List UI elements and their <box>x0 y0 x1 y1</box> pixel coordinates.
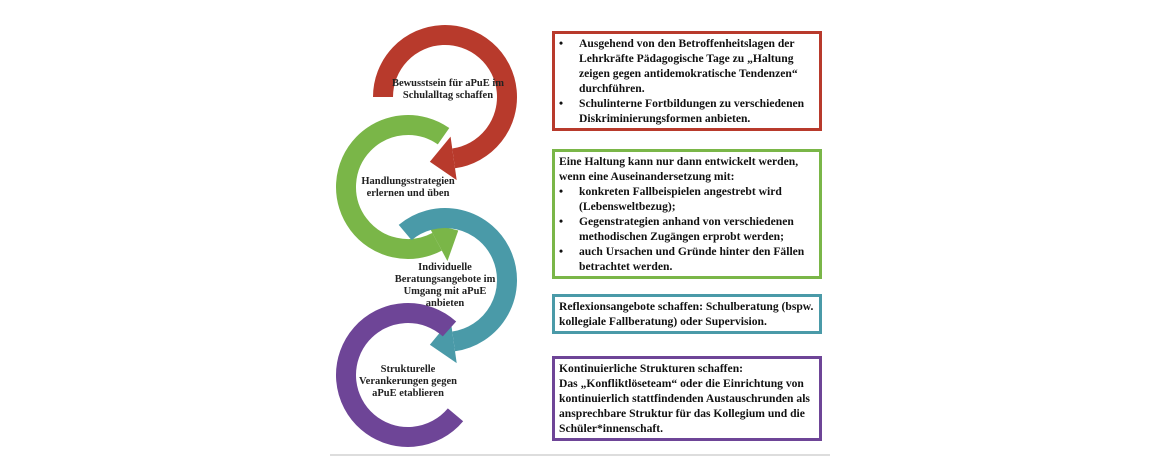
teal-arc <box>398 208 517 352</box>
green-arrowhead-icon <box>426 222 459 262</box>
cycle-step-structural: Strukturelle Verankerungen gegen aPuE et… <box>359 364 457 399</box>
box-structural: Kontinuierliche Strukturen schaffen: Das… <box>552 356 822 441</box>
list-item: konkreten Fallbeispielen angestrebt wird… <box>559 184 815 214</box>
box-text: Das „Konfliktlöseteam“ oder die Einricht… <box>559 377 810 435</box>
red-arrowhead-icon <box>429 136 457 181</box>
box-text: Reflexionsangebote schaffen: Schulberatu… <box>559 300 814 328</box>
divider <box>330 454 830 456</box>
cycle-step-awareness: Bewusstsein für aPuE im Schulalltag scha… <box>391 78 505 101</box>
box-strategies: Eine Haltung kann nur dann entwickelt we… <box>552 149 822 279</box>
cycle-step-counseling: Individuelle Beratungsangebote im Umgang… <box>394 262 496 309</box>
purple-arc <box>336 303 464 447</box>
teal-arrowhead-icon <box>429 319 457 364</box>
red-arc <box>373 25 517 169</box>
cycle-step-strategies: Handlungsstrategien erlernen und üben <box>361 176 455 199</box>
list-item: Schulinterne Fortbildungen zu verschiede… <box>559 96 815 126</box>
list-item: Ausgehend von den Betroffenheitslagen de… <box>559 36 815 96</box>
box-title: Kontinuierliche Strukturen schaffen: <box>559 362 743 375</box>
box-counseling: Reflexionsangebote schaffen: Schulberatu… <box>552 294 822 334</box>
green-arc <box>336 115 450 259</box>
box-awareness: Ausgehend von den Betroffenheitslagen de… <box>552 31 822 131</box>
list-item: auch Ursachen und Gründe hinter den Fäll… <box>559 244 815 274</box>
box-intro: Eine Haltung kann nur dann entwickelt we… <box>559 155 799 183</box>
list-item: Gegenstrategien anhand von verschiedenen… <box>559 214 815 244</box>
